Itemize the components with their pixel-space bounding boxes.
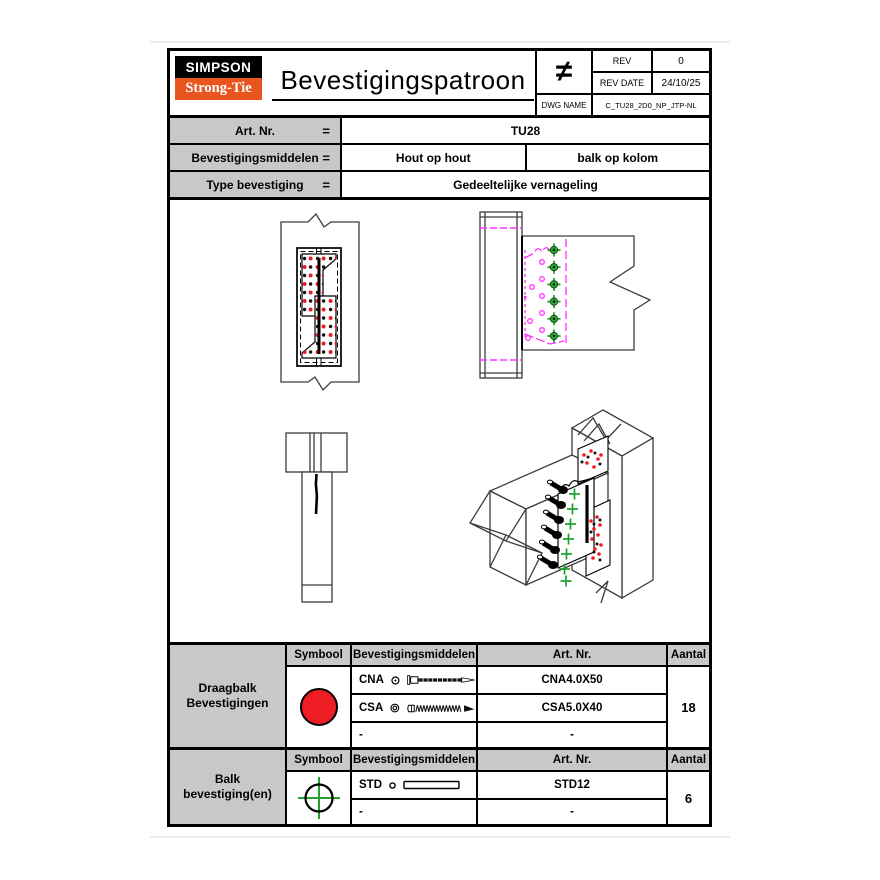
art-nr-cna: CNA4.0X50 [478, 667, 666, 693]
not-equal-symbol-icon: ≠ [537, 51, 591, 93]
nail-icon [407, 675, 475, 685]
revision-table: ≠ REV 0 REV DATE 24/10/25 DWG NAME C_TU2… [535, 51, 709, 115]
header-bevestigingsmiddelen: Bevestigingsmiddelen [352, 750, 476, 770]
rev-date-value: 24/10/25 [653, 73, 709, 93]
symbol-cell-crosshair [287, 772, 350, 824]
info-table: Art. Nr. = TU28 Bevestigingsmiddelen = H… [170, 118, 709, 197]
fasteners-label-cell: Bevestigingsmiddelen = [170, 145, 340, 170]
column-fasteners-table: Balk bevestiging(en) Symbool Bevestiging… [170, 750, 709, 824]
green-crosshair-symbol-icon [297, 777, 340, 819]
art-nr-value: TU28 [342, 118, 709, 143]
fastener-row-cna: CNA [352, 667, 476, 693]
group-label-balk: Balk bevestiging(en) [170, 750, 285, 824]
aantal-value: 18 [668, 667, 709, 747]
rev-date-label: REV DATE [593, 73, 651, 93]
drawing-sheet: SIMPSON Strong-Tie Bevestigingspatroon ≠… [167, 48, 712, 827]
equals-sign: = [322, 150, 330, 165]
dowel-icon [403, 780, 460, 790]
equals-sign: = [322, 123, 330, 138]
logo-cell: SIMPSON Strong-Tie [170, 51, 271, 115]
art-nr-label: Art. Nr. [234, 123, 275, 138]
nail-dots [580, 449, 603, 562]
rev-value: 0 [653, 51, 709, 71]
fixing-type-label-cell: Type bevestiging = [170, 172, 340, 197]
red-circle-symbol-icon [299, 688, 338, 726]
aantal-value: 6 [668, 772, 709, 824]
group-label-draagbalk: Draagbalk Bevestigingen [170, 645, 285, 747]
fixing-type-label: Type bevestiging [206, 177, 304, 192]
page-top-edge [150, 41, 730, 43]
header-aantal: Aantal [668, 750, 709, 770]
title-cell: Bevestigingspatroon [271, 51, 535, 115]
plan-view-drawing [285, 432, 348, 603]
art-nr-label-cell: Art. Nr. = [170, 118, 340, 143]
fasteners-value-1: Hout op hout [342, 145, 525, 170]
header-bevestigingsmiddelen: Bevestigingsmiddelen [352, 645, 476, 665]
drawing-area [170, 200, 709, 642]
beam-fasteners-table: Draagbalk Bevestigingen Symbool Bevestig… [170, 645, 709, 747]
fastener-row-csa: CSA [352, 695, 476, 721]
fastener-row-empty: - [352, 723, 476, 747]
double-ring-head-icon [390, 703, 400, 713]
header-symbool: Symbool [287, 750, 350, 770]
front-elevation-drawing [280, 212, 360, 392]
header-art-nr: Art. Nr. [478, 645, 666, 665]
header-aantal: Aantal [668, 645, 709, 665]
dwg-name-value: C_TU28_2D0_NP_JTP-NL [593, 95, 709, 115]
std-dowel-symbols [547, 243, 561, 343]
logo-strongtie-text: Strong-Tie [175, 78, 262, 100]
dwg-name-label: DWG NAME [537, 95, 591, 115]
side-elevation-drawing [479, 211, 652, 379]
screw-icon [407, 704, 475, 712]
fastener-code: - [359, 729, 363, 741]
header-art-nr: Art. Nr. [478, 750, 666, 770]
fastener-row-std: STD [352, 772, 476, 798]
fastener-code: - [359, 806, 363, 818]
title-block: SIMPSON Strong-Tie Bevestigingspatroon ≠… [170, 51, 709, 115]
art-nr-empty: - [478, 800, 666, 824]
fastener-code: CSA [359, 702, 384, 714]
page-title: Bevestigingspatroon [272, 65, 534, 101]
dowel-pins [536, 479, 580, 587]
page-bottom-edge [150, 836, 730, 838]
fixing-type-value: Gedeeltelijke vernageling [342, 172, 709, 197]
fastener-code: CNA [359, 674, 384, 686]
fasteners-value-2: balk op kolom [526, 145, 709, 170]
logo-simpson-text: SIMPSON [175, 56, 262, 78]
rev-label: REV [593, 51, 651, 71]
art-nr-empty: - [478, 723, 666, 747]
fastener-code: STD [359, 779, 382, 791]
equals-sign: = [322, 177, 330, 192]
small-circle-icon [389, 781, 396, 789]
isometric-view-drawing [469, 409, 655, 604]
fasteners-label: Bevestigingsmiddelen [191, 150, 319, 165]
ring-nail-head-icon [391, 675, 400, 685]
fastener-row-empty: - [352, 800, 476, 824]
simpson-strongtie-logo: SIMPSON Strong-Tie [175, 56, 262, 100]
header-symbool: Symbool [287, 645, 350, 665]
art-nr-std: STD12 [478, 772, 666, 798]
art-nr-csa: CSA5.0X40 [478, 695, 666, 721]
symbol-cell-red [287, 667, 350, 747]
